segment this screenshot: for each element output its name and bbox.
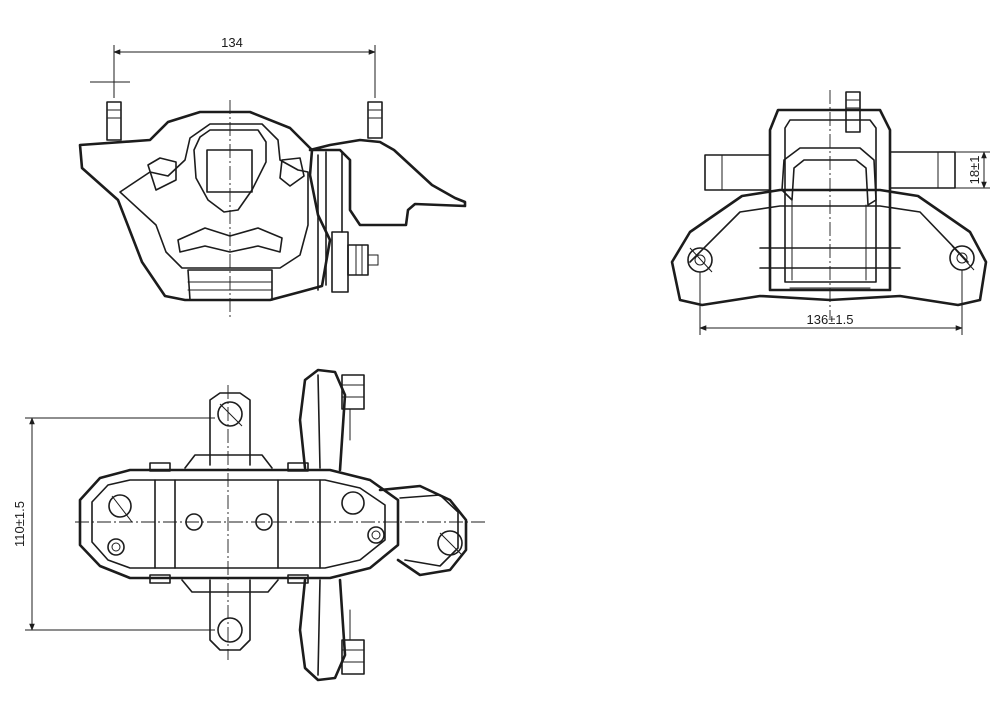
dimension-top-width: 134 <box>90 35 376 98</box>
dimension-bottom-height: 110±1.5 <box>12 417 215 631</box>
side-view-right-hole <box>949 245 975 271</box>
plan-view-hole-arm <box>437 530 463 556</box>
side-view-left-tube <box>704 154 771 191</box>
dimension-side-height-label: 18±1 <box>967 156 982 185</box>
plan-view-top-tab <box>209 392 251 466</box>
front-view-bracket-arm <box>308 138 467 227</box>
plan-view-bottom-tab <box>209 579 251 651</box>
front-view-bracket-bolt <box>331 231 379 293</box>
dimension-top-width-label: 134 <box>221 35 243 50</box>
side-view-right-tube <box>889 151 956 189</box>
plan-view-lower-bolt <box>341 609 365 675</box>
dimension-right-width: 136±1.5 <box>699 270 963 335</box>
plan-view-hole-center-right <box>255 513 273 531</box>
front-view: 134 <box>78 35 467 318</box>
front-view-left-stud <box>106 101 122 141</box>
dimension-side-height: 18±1 <box>955 151 990 189</box>
side-view-rubber-insert <box>781 147 877 206</box>
front-view-core-window <box>206 149 253 193</box>
plan-view-bolt-left-bottom <box>107 538 125 556</box>
front-view-housing-outline <box>78 110 332 302</box>
side-view-stud <box>845 91 861 133</box>
plan-view-hole-right <box>341 491 365 515</box>
plan-view-bracket-lower <box>298 578 347 682</box>
plan-view-main-body <box>78 468 400 580</box>
plan-view-arm <box>378 484 468 577</box>
front-view-right-stud <box>367 101 383 139</box>
front-view-rubber-core <box>193 129 267 213</box>
front-view-core-bar <box>177 227 283 253</box>
plan-view-upper-bolt <box>341 374 365 441</box>
plan-view-hole-left-top <box>108 494 133 523</box>
plan-view-hole-center-left <box>185 513 203 531</box>
dimension-bottom-height-label: 110±1.5 <box>12 501 27 547</box>
side-view: 18±1 136±1.5 <box>670 90 990 335</box>
plan-view-bolt-right <box>367 526 385 544</box>
plan-view: 110±1.5 <box>12 368 485 682</box>
side-view-yoke <box>768 108 892 292</box>
dimension-right-width-label: 136±1.5 <box>807 312 854 327</box>
front-view-inner-shell <box>119 123 309 269</box>
side-view-base-plate <box>670 188 988 307</box>
plan-view-bracket-upper <box>298 368 347 472</box>
